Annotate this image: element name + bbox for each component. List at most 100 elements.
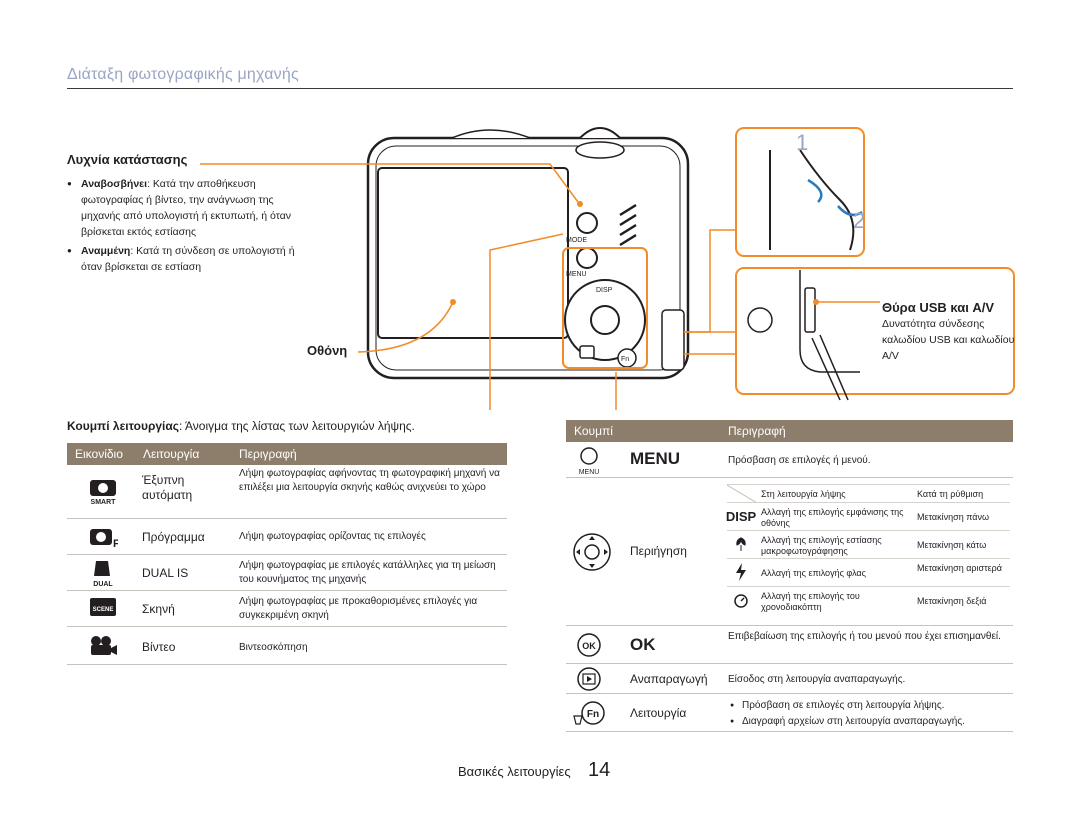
subtable-row: Αλλαγή της επιλογής φλας Μετακίνηση αρισ… <box>727 558 1010 586</box>
disp-icon: DISP <box>725 508 757 524</box>
modes-header-mode: Λειτουργία <box>143 447 200 461</box>
list-item: Πρόσβαση σε επιλογές στη λειτουργία λήψη… <box>728 698 965 714</box>
table-row: DUAL DUAL IS Λήψη φωτογραφίας με επιλογέ… <box>67 555 507 591</box>
status-lamp-list: Αναβοσβήνει: Κατά την αποθήκευση φωτογρα… <box>67 176 307 278</box>
playback-button-icon <box>576 666 602 692</box>
movie-icon <box>85 631 121 661</box>
mode-name: Σκηνή <box>142 602 175 616</box>
fn-label: Fn <box>621 356 629 363</box>
modes-table-header: Εικονίδιο Λειτουργία Περιγραφή <box>67 443 507 465</box>
nav-setting-desc: Μετακίνηση κάτω <box>917 540 987 550</box>
nav-shoot-desc: Αλλαγή της επιλογής εμφάνισης της οθόνης <box>761 507 904 528</box>
menu-label: MENU <box>566 271 587 278</box>
button-desc: Είσοδος στη λειτουργία αναπαραγωγής. <box>728 674 906 685</box>
button-name: MENU <box>630 449 681 468</box>
mode-desc: Βιντεοσκόπηση <box>239 642 308 653</box>
nav-shoot-desc: Αλλαγή της επιλογής του χρονοδιακόπτη <box>761 591 860 612</box>
subtable-header-shoot: Στη λειτουργία λήψης <box>761 489 846 499</box>
table-row: Fn Λειτουργία <box>566 694 1013 732</box>
nav-setting-desc: Μετακίνηση πάνω <box>917 512 990 522</box>
timer-icon <box>727 589 755 611</box>
buttons-table-header: Κουμπί Περιγραφή <box>566 420 1013 442</box>
camera-screen <box>377 167 569 339</box>
menu-button-icon: MENU <box>574 446 604 476</box>
table-row: SCENE Σκηνή Λήψη φωτογραφίας με προκαθορ… <box>67 591 507 627</box>
status-lamp-steady: Αναμμένη: Κατά τη σύνδεση σε υπολογιστή … <box>67 243 307 275</box>
svg-text:Fn: Fn <box>587 709 599 720</box>
page-title: Διάταξη φωτογραφικής μηχανής <box>67 66 299 83</box>
play-button-graphic <box>579 345 595 359</box>
strap-step-2: 2 <box>853 208 865 233</box>
status-lamp-title: Λυχνία κατάστασης <box>67 152 188 167</box>
fn-button-icon: Fn <box>572 700 606 726</box>
usb-port-title: Θύρα USB και A/V <box>882 300 995 315</box>
table-row: Περιήγηση <box>566 478 1013 626</box>
subtable-header-setting: Κατά τη ρύθμιση <box>917 489 984 499</box>
button-name: Αναπαραγωγή <box>630 672 708 686</box>
table-row: SMART Έξυπνη αυτόματη Λήψη φωτογραφίας α… <box>67 465 507 519</box>
title-rule <box>67 88 1013 89</box>
navigation-subtable: Στη λειτουργία λήψης Κατά τη ρύθμιση DIS… <box>725 484 1010 614</box>
mode-desc: Λήψη φωτογραφίας με επιλογές κατάλληλες … <box>239 560 496 585</box>
button-name: Περιήγηση <box>630 544 687 558</box>
svg-text:SMART: SMART <box>91 499 117 506</box>
table-row: OK OK Επιβεβαίωση της επιλογής ή του μεν… <box>566 626 1013 664</box>
svg-text:P: P <box>113 538 118 549</box>
speaker-grille <box>619 203 637 247</box>
mode-desc: Λήψη φωτογραφίας ορίζοντας τις επιλογές <box>239 531 426 542</box>
smart-auto-icon: SMART <box>85 477 121 507</box>
mode-name: Πρόγραμμα <box>142 530 205 544</box>
disp-label: DISP <box>596 287 613 294</box>
modes-header-icon: Εικονίδιο <box>75 447 123 461</box>
nav-setting-desc: Μετακίνηση αριστερά <box>917 563 1002 573</box>
menu-button-graphic <box>576 247 598 269</box>
table-row: Βίντεο Βιντεοσκόπηση <box>67 627 507 665</box>
subtable-corner-diagonal <box>727 485 757 503</box>
mode-name: Βίντεο <box>142 640 176 654</box>
table-row: Αναπαραγωγή Είσοδος στη λειτουργία αναπα… <box>566 664 1013 694</box>
page-number: 14 <box>588 759 611 781</box>
table-row: P Πρόγραμμα Λήψη φωτογραφίας ορίζοντας τ… <box>67 519 507 555</box>
strap-inset <box>735 127 865 257</box>
mode-name: DUAL IS <box>142 566 189 580</box>
mode-desc: Λήψη φωτογραφίας με προκαθορισμένες επιλ… <box>239 596 478 621</box>
button-desc: Επιβεβαίωση της επιλογής ή του μενού που… <box>728 631 1001 642</box>
dual-is-icon: DUAL <box>85 557 121 589</box>
mode-desc: Λήψη φωτογραφίας αφήνοντας τη φωτογραφικ… <box>239 468 500 493</box>
buttons-header-desc: Περιγραφή <box>728 424 786 438</box>
mode-button <box>576 212 598 234</box>
list-item: Διαγραφή αρχείων στη λειτουργία αναπαραγ… <box>728 714 965 730</box>
subtable-header: Στη λειτουργία λήψης Κατά τη ρύθμιση <box>727 484 1010 503</box>
button-desc: Πρόσβαση σε επιλογές ή μενού. <box>728 455 871 466</box>
subtable-row: Αλλαγή της επιλογής του χρονοδιακόπτη Με… <box>727 586 1010 614</box>
subtable-row: Αλλαγή της επιλογής εστίασης μακροφωτογρ… <box>727 530 1010 558</box>
top-dial <box>579 127 621 139</box>
status-lamp-blinking: Αναβοσβήνει: Κατά την αποθήκευση φωτογρα… <box>67 176 307 240</box>
svg-text:SCENE: SCENE <box>93 607 114 613</box>
screen-label: Οθόνη <box>307 343 348 358</box>
svg-text:DUAL: DUAL <box>93 581 113 588</box>
camera-illustration: MODE MENU DISP Fn 1 2 <box>200 127 1015 410</box>
nav-setting-desc: Μετακίνηση δεξιά <box>917 596 987 606</box>
nav-shoot-desc: Αλλαγή της επιλογής εστίασης μακροφωτογρ… <box>761 535 882 556</box>
mode-name: Έξυπνη αυτόματη <box>142 473 193 502</box>
modes-header-desc: Περιγραφή <box>239 447 297 461</box>
flash-icon <box>727 561 755 583</box>
mode-label: MODE <box>566 237 587 244</box>
function-list: Πρόσβαση σε επιλογές στη λειτουργία λήψη… <box>728 698 965 730</box>
program-icon: P <box>85 523 121 551</box>
ok-button-icon: OK <box>576 632 602 658</box>
usb-port-text: Δυνατότητα σύνδεσης καλωδίου USB και καλ… <box>882 318 1015 362</box>
svg-text:OK: OK <box>582 641 596 651</box>
scene-icon: SCENE <box>85 593 121 625</box>
controls-highlight <box>562 247 648 369</box>
strap-step-1: 1 <box>796 130 808 155</box>
subtable-row: DISP Αλλαγή της επιλογής εμφάνισης της ο… <box>725 502 1010 530</box>
footer-section-name: Βασικές λειτουργίες <box>458 764 571 779</box>
buttons-header-button: Κουμπί <box>574 424 613 438</box>
macro-icon <box>727 533 755 555</box>
nav-dial-icon <box>570 530 614 574</box>
table-row: MENU MENU Πρόσβαση σε επιλογές ή μενού. <box>566 442 1013 478</box>
svg-text:MENU: MENU <box>579 469 600 476</box>
button-name: OK <box>630 635 656 654</box>
